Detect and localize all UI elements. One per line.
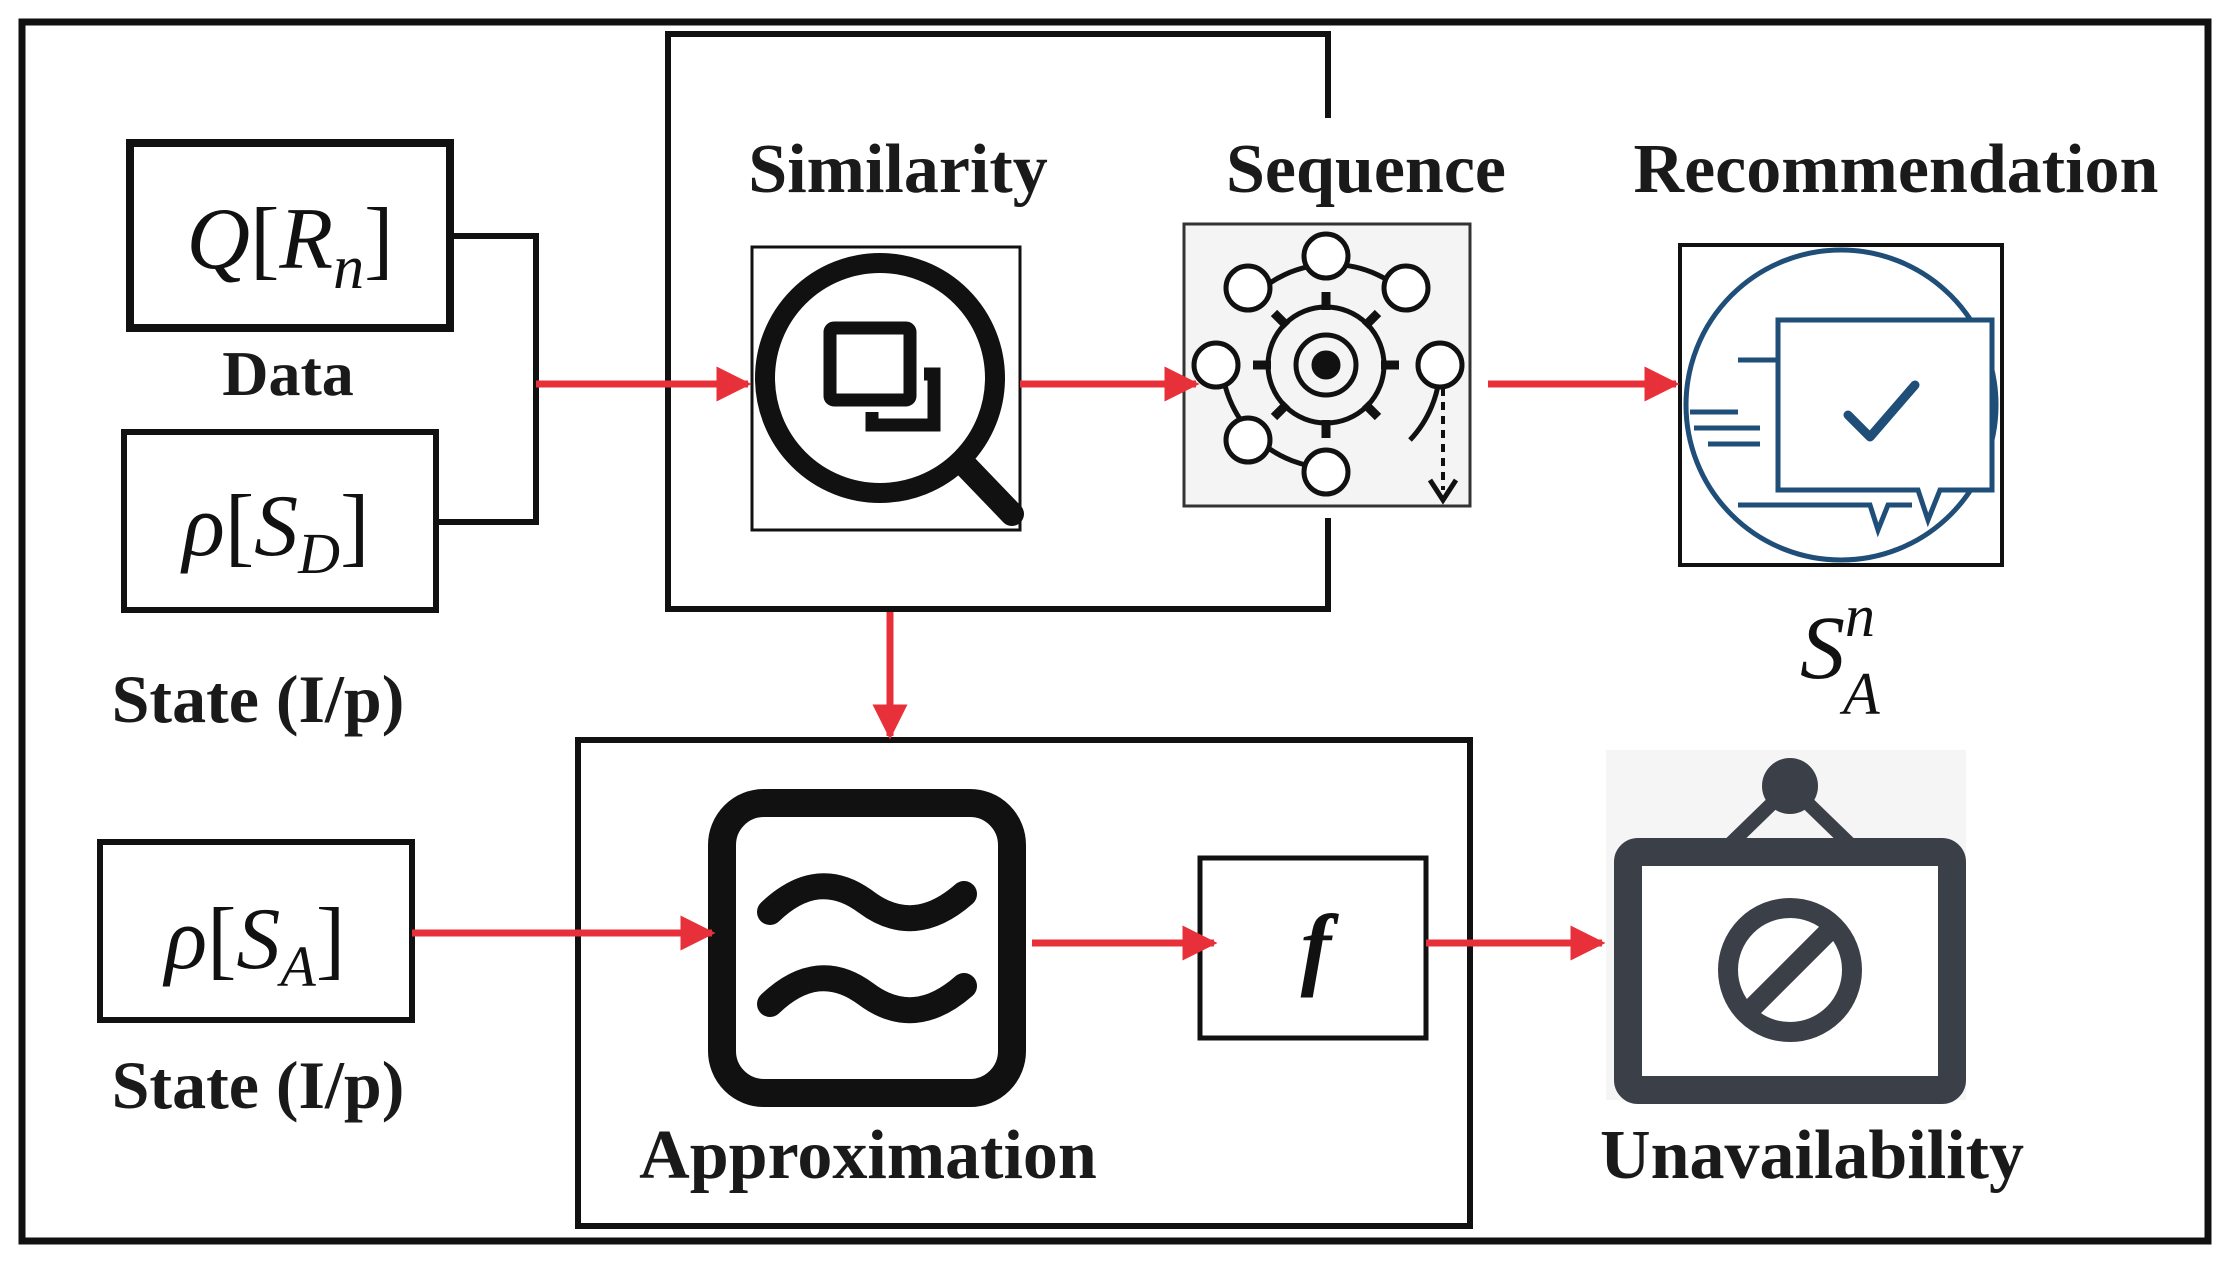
rho-sa-prefix: ρ xyxy=(162,891,207,988)
approximation-label: Approximation xyxy=(639,1117,1097,1194)
recommendation-label: Recommendation xyxy=(1634,131,2159,208)
lower-processing-block xyxy=(575,737,1473,1229)
q-close: ] xyxy=(364,191,393,288)
unavailability-label: Unavailability xyxy=(1600,1117,2024,1194)
gear-cycle-icon xyxy=(1182,222,1472,508)
data-input-box: Q[Rn] xyxy=(126,139,454,332)
svg-text:Q[Rn]: Q[Rn] xyxy=(187,191,394,302)
data-label: Data xyxy=(222,338,354,409)
approx-equal-icon xyxy=(708,789,1026,1107)
input-merge-connector xyxy=(436,233,539,525)
hanging-sign-prohibited-icon xyxy=(1606,750,1966,1104)
rho-sa-open: [ xyxy=(207,891,236,988)
similarity-label: Similarity xyxy=(748,131,1047,208)
rho-sd-sub: D xyxy=(297,521,340,586)
san-sub: A xyxy=(1839,661,1880,727)
magnifier-duplicate-icon xyxy=(750,245,1024,532)
q-prefix: Q xyxy=(187,191,251,288)
q-var: R xyxy=(278,191,333,288)
san-var: S xyxy=(1800,599,1845,698)
rho-sd-prefix: ρ xyxy=(180,478,225,575)
svg-text:ρ[SA]: ρ[SA] xyxy=(162,891,345,999)
rho-sd-input-box: ρ[SD] xyxy=(121,429,439,613)
state-input-label-1: State (I/p) xyxy=(112,661,405,737)
outer-frame xyxy=(18,18,2212,1245)
sequence-label: Sequence xyxy=(1226,131,1506,208)
rho-sa-close: ] xyxy=(316,891,345,988)
svg-text:ρ[SD]: ρ[SD] xyxy=(180,478,370,586)
state-input-label-2: State (I/p) xyxy=(112,1047,405,1123)
rho-sa-sub: A xyxy=(276,934,316,999)
rho-sd-open: [ xyxy=(225,478,254,575)
q-open: [ xyxy=(250,191,279,288)
rho-sd-close: ] xyxy=(340,478,369,575)
san-sup: n xyxy=(1845,583,1875,649)
rho-sa-input-box: ρ[SA] xyxy=(97,839,415,1023)
chat-check-icon xyxy=(1678,243,2004,567)
rho-sa-var: S xyxy=(236,891,280,988)
rho-sd-var: S xyxy=(254,478,298,575)
q-sub: n xyxy=(333,234,364,302)
function-f-box: f xyxy=(1197,855,1429,1041)
